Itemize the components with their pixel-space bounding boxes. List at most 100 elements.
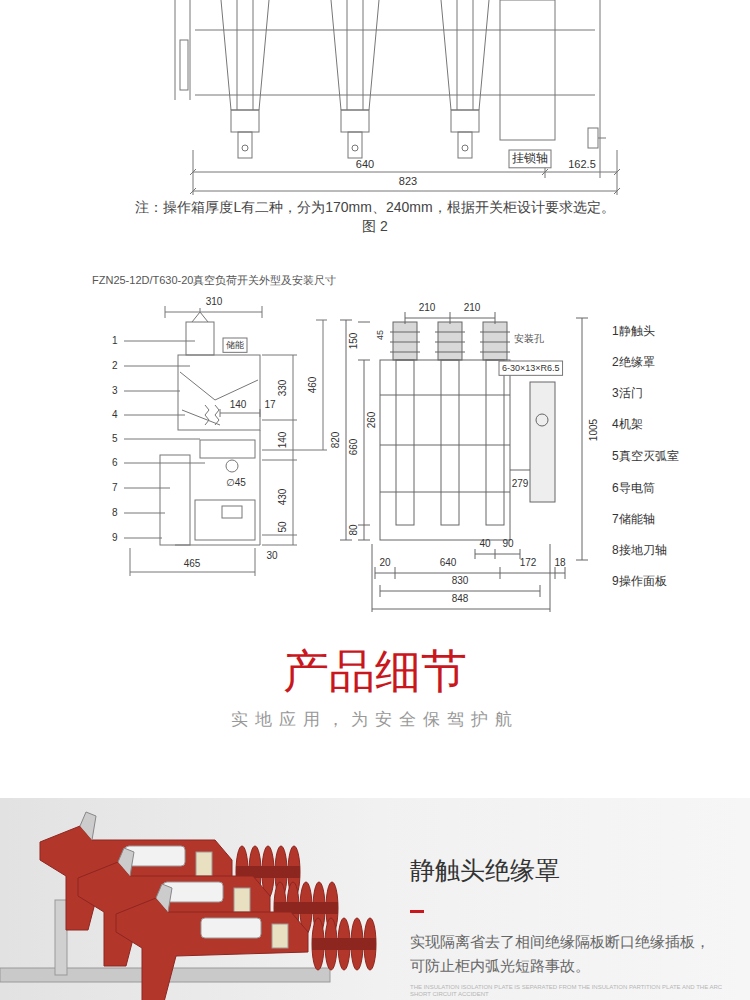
dimension: 40 <box>479 538 490 550</box>
label-box <box>509 150 551 168</box>
handle <box>588 128 598 148</box>
mechanism-box <box>500 0 555 140</box>
part-legend: 3活门 <box>612 387 643 401</box>
pole <box>441 360 459 525</box>
callout-number: 4 <box>112 409 118 421</box>
dimension: 210 <box>464 302 481 314</box>
callout-number: 3 <box>112 385 118 397</box>
fuse-cylinder <box>163 882 223 902</box>
label-box <box>223 338 247 352</box>
terminal-tab <box>348 132 362 158</box>
dimension: 50 <box>277 521 289 532</box>
operating-panel <box>160 455 190 545</box>
part-legend: 6导电筒 <box>612 482 655 496</box>
dimension: 820 <box>330 432 342 449</box>
dimension: 823 <box>399 175 417 188</box>
pole <box>441 0 489 110</box>
switch-pole <box>116 884 376 1000</box>
section-heading: 产品细节 <box>283 645 467 698</box>
dimension: 90 <box>502 538 513 550</box>
nameplate <box>234 888 250 912</box>
nameplate <box>272 924 288 948</box>
contact-top <box>192 308 208 322</box>
earthing-shaft <box>222 506 242 518</box>
part-name: 挂锁轴 <box>512 152 548 166</box>
front-drawing <box>175 0 620 195</box>
dimension-line <box>220 409 260 417</box>
dimension: 848 <box>452 593 469 605</box>
dimension: 150 <box>348 333 360 350</box>
insulator <box>438 322 462 360</box>
label-box <box>499 361 563 375</box>
frame-part <box>180 40 188 90</box>
lower-box <box>195 500 255 540</box>
mechanism <box>530 382 555 502</box>
pole-frame <box>116 898 308 1000</box>
callout-number: 9 <box>112 532 118 544</box>
frame <box>380 360 510 540</box>
terminal-tab <box>238 132 252 158</box>
bolt-hole <box>462 145 468 151</box>
part-legend: 5真空灭弧室 <box>612 450 679 464</box>
callout-number: 2 <box>112 360 118 372</box>
dimension: 310 <box>206 296 223 308</box>
dimension-line <box>340 320 352 540</box>
dimension: 460 <box>307 377 319 394</box>
dimension-line <box>358 322 370 540</box>
dimension: 330 <box>277 380 289 397</box>
fuse-cylinder <box>125 846 185 866</box>
note: 注：操作箱厚度L有二种，分为170mm、240mm，根据开关柜设计要求选定。 <box>135 199 614 215</box>
dimension: 80 <box>348 524 360 535</box>
bolt-hole <box>352 145 358 151</box>
shutter <box>180 372 258 425</box>
part-legend: 2绝缘罩 <box>612 356 655 370</box>
dimension: 45 <box>375 330 385 340</box>
dimension: 640 <box>440 557 457 569</box>
dimension-line <box>475 549 520 559</box>
callout-number: 5 <box>112 433 118 445</box>
part-legend: 9操作面板 <box>612 575 667 589</box>
insulator <box>393 322 417 360</box>
shaft-circle <box>226 460 238 472</box>
dimension-line <box>165 306 262 318</box>
contact-blade <box>118 848 134 876</box>
dimension-line <box>576 318 588 560</box>
handle-shaft <box>598 138 606 139</box>
dimension: 17 <box>264 399 275 411</box>
static-contact <box>186 322 214 355</box>
callout-number: 7 <box>112 482 118 494</box>
dimension: 260 <box>366 412 378 429</box>
dimension: 1005 <box>588 419 600 441</box>
terminal <box>231 110 259 132</box>
front-view <box>340 312 588 612</box>
pole <box>486 360 504 525</box>
frame-lines <box>175 0 600 178</box>
detail-heading: 静触头绝缘罩 <box>410 856 560 885</box>
leader-lines <box>124 341 205 538</box>
dimension-lines <box>190 169 620 194</box>
dimension-line <box>375 567 565 579</box>
dimension: ∅45 <box>226 477 246 489</box>
handle-hub <box>536 414 548 426</box>
detail-english: THE INSULATION ISOLATION PLATE IS SEPARA… <box>410 984 730 998</box>
dimension: 465 <box>184 558 201 570</box>
pole <box>331 0 379 110</box>
callout-number: 1 <box>112 335 118 347</box>
spring <box>205 405 219 425</box>
dimension: 20 <box>379 557 390 569</box>
dimension: 640 <box>356 158 374 171</box>
figure-number: 图 2 <box>362 218 388 234</box>
hole-spec: 6-30×13×R6.5 <box>502 363 560 373</box>
dimension: 140 <box>277 432 289 449</box>
dimension-line <box>262 320 327 450</box>
bolt-hole <box>242 145 248 151</box>
pole <box>221 0 269 110</box>
detail-body: 实现隔离省去了相间绝缘隔板断口绝缘插板，可防止柜内弧光短路事故。 <box>410 930 720 978</box>
dimension: 140 <box>230 399 247 411</box>
dimension-line <box>372 544 550 612</box>
figure-title: FZN25-12D/T630-20真空负荷开关外型及安装尺寸 <box>92 274 337 287</box>
mechanism-link <box>510 470 530 471</box>
side-view <box>124 306 327 576</box>
dimension: 172 <box>520 557 537 569</box>
